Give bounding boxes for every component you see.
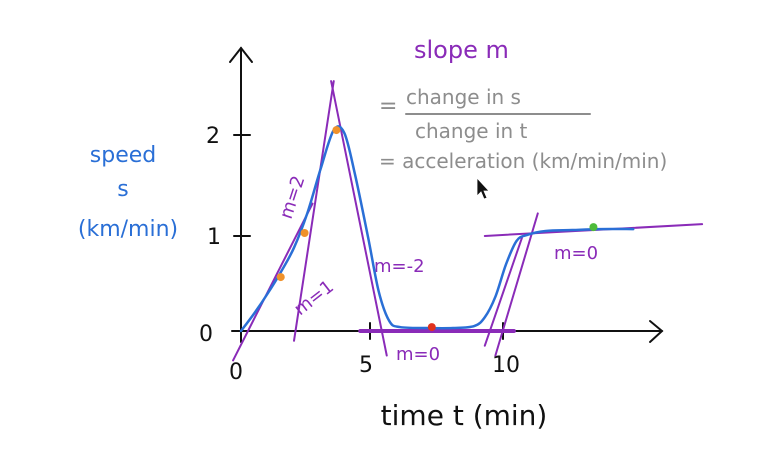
x-tick-label-0: 0 <box>229 360 243 385</box>
tick-labels: 0 5 10 0 1 2 <box>199 124 520 385</box>
y-tick-label-0: 0 <box>199 322 213 347</box>
equation1-denominator: change in t <box>415 119 528 143</box>
tangent-line-5 <box>483 236 523 347</box>
y-axis-arrowhead <box>229 46 253 63</box>
x-axis-arrowhead <box>649 320 664 343</box>
tangent-labels: m=1 m=2 m=-2 m=0 m=0 <box>276 173 598 365</box>
highlight-points <box>276 126 598 332</box>
y-tick-label-2: 2 <box>206 124 220 149</box>
x-tick-label-5: 5 <box>359 353 373 378</box>
tangent-line-6 <box>494 212 539 357</box>
tangent-label-m0-bottom: m=0 <box>396 344 440 365</box>
slope-annotation: slope m = change in s change in t = acce… <box>379 36 667 173</box>
tangent-line-1 <box>232 202 314 362</box>
data-point-3 <box>332 126 341 135</box>
data-point-5 <box>589 223 598 232</box>
speed-curve-group <box>239 125 635 333</box>
speed-curve <box>239 125 635 333</box>
tangent-label-m2: m=2 <box>276 173 310 221</box>
y-axis-label: speed s (km/min) <box>78 143 178 242</box>
tangent-label-m1: m=1 <box>290 276 338 320</box>
slope-title: slope m <box>414 36 509 64</box>
tangent-label-m-minus2: m=-2 <box>374 256 425 277</box>
data-point-4 <box>427 323 436 332</box>
equation2: = acceleration (km/min/min) <box>379 149 667 173</box>
data-point-1 <box>276 273 285 282</box>
y-axis-label-line2: s <box>117 177 128 202</box>
mouse-cursor-icon <box>476 176 490 200</box>
data-point-2 <box>300 229 309 237</box>
equation1-numerator: change in s <box>406 85 521 109</box>
tangent-line-2 <box>293 80 335 342</box>
y-tick-label-1: 1 <box>207 225 221 250</box>
tangent-label-m0-right: m=0 <box>554 243 598 264</box>
equation1-equals: = <box>379 94 397 119</box>
tangent-line-3 <box>330 80 388 357</box>
y-axis-label-line1: speed <box>90 143 156 168</box>
x-tick-label-10: 10 <box>492 353 520 378</box>
x-axis-label: time t (min) <box>381 399 548 432</box>
y-axis-label-line3: (km/min) <box>78 217 178 242</box>
